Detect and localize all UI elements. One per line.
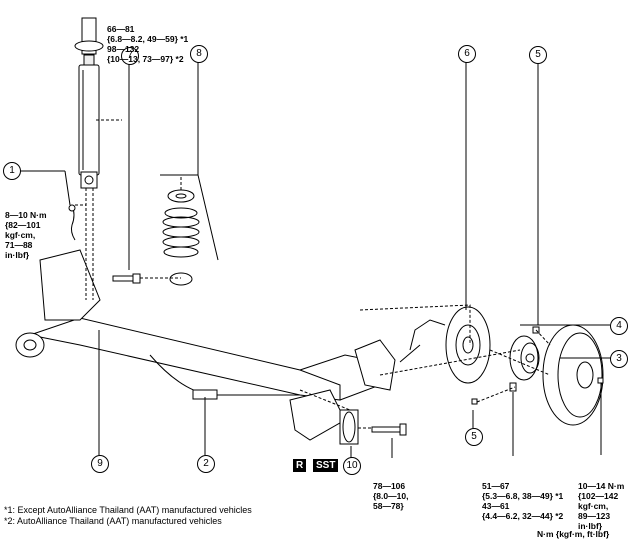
brake-drum [542,324,604,426]
callout-7: 7 [121,47,139,65]
callout-10: 10 [343,457,361,475]
callout-8: 8 [190,45,208,63]
backing-plate [445,306,491,384]
footnote-1: *1: Except AutoAlliance Thailand (AAT) m… [4,505,252,515]
callout-1: 1 [3,162,21,180]
callout-2: 2 [197,455,215,473]
coil-spring [162,189,200,286]
wheel-hub [509,335,540,381]
torque-bushing-bolt: 78—106{8.0—10,58—78} [373,481,409,511]
callout-4: 4 [610,317,628,335]
replace-badge: R [293,459,307,472]
callout-6: 6 [458,45,476,63]
shock-absorber [74,17,104,189]
sst-badge: SST [313,459,339,472]
units-legend: N·m {kgf·m, ft·lbf} [537,529,610,539]
callout-3: 3 [610,350,628,368]
callout-5-bottom: 5 [465,428,483,446]
callout-9: 9 [91,455,109,473]
rear-crossmember [15,249,381,441]
callout-5-top: 5 [529,46,547,64]
footnote-2: *2: AutoAlliance Thailand (AAT) manufact… [4,516,222,526]
